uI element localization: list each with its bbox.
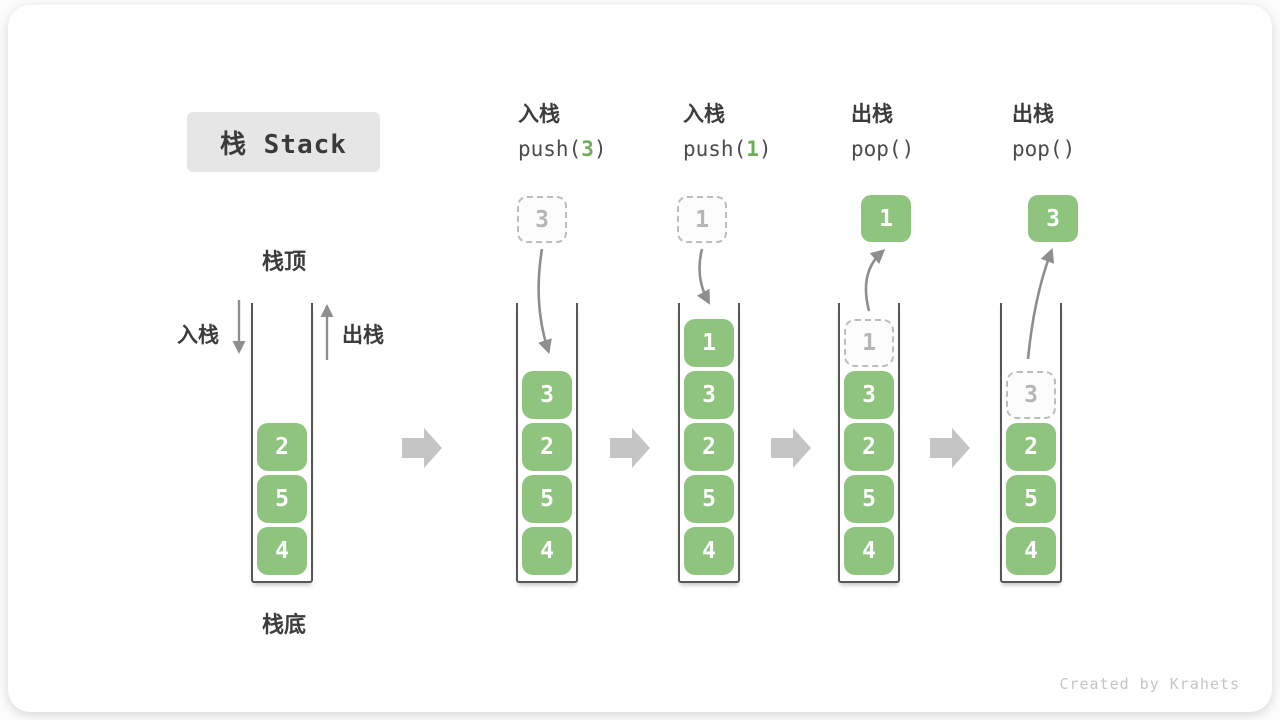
- stack-element: 4: [1006, 527, 1056, 575]
- ghost-element: 1: [844, 319, 894, 367]
- stack-element: 5: [257, 475, 307, 523]
- stack-element: 4: [844, 527, 894, 575]
- ghost-element: 3: [1006, 371, 1056, 419]
- stack-stage-2: 3 2 5 4: [516, 303, 578, 583]
- stack-element: 3: [522, 371, 572, 419]
- op-code-label: pop(): [851, 137, 914, 161]
- stack-element: 4: [684, 527, 734, 575]
- op-cn-label: 入栈: [683, 102, 725, 126]
- stack-element: 1: [684, 319, 734, 367]
- pop-direction-label: 出栈: [342, 323, 384, 347]
- stack-element: 4: [522, 527, 572, 575]
- op-header-pop1: 出栈 pop(): [851, 98, 914, 161]
- op-header-push3: 入栈 push(3): [518, 98, 607, 161]
- stack-element: 2: [257, 423, 307, 471]
- op-code-label: push(3): [518, 137, 607, 161]
- stack-bottom-label: 栈底: [262, 613, 307, 638]
- fn-arg: 3: [581, 137, 594, 161]
- stack-top-label: 栈顶: [262, 250, 307, 275]
- op-code-label: pop(): [1012, 137, 1075, 161]
- popped-value-box: 3: [1028, 195, 1078, 242]
- fn-open: pop(): [851, 137, 915, 161]
- fn-close: ): [758, 137, 772, 161]
- fn-close: ): [593, 137, 607, 161]
- stack-stage-5: 3 2 5 4: [1000, 303, 1062, 583]
- stack-element: 3: [684, 371, 734, 419]
- fn-open: push(: [683, 137, 747, 161]
- op-cn-label: 出栈: [1012, 102, 1054, 126]
- incoming-value-box: 3: [517, 196, 567, 243]
- stack-element: 2: [1006, 423, 1056, 471]
- op-cn-label: 入栈: [518, 102, 560, 126]
- stack-element: 2: [522, 423, 572, 471]
- fn-open: pop(): [1012, 137, 1076, 161]
- credit-text: Created by Krahets: [1059, 675, 1240, 693]
- stack-element: 2: [684, 423, 734, 471]
- stack-stage-3: 1 3 2 5 4: [678, 303, 740, 583]
- stack-element: 5: [1006, 475, 1056, 523]
- stack-element: 3: [844, 371, 894, 419]
- stack-stage-4: 1 3 2 5 4: [838, 303, 900, 583]
- stack-element: 5: [844, 475, 894, 523]
- push-direction-label: 入栈: [177, 323, 219, 347]
- stack-element: 5: [684, 475, 734, 523]
- diagram-title: 栈 Stack: [187, 112, 380, 172]
- popped-value-box: 1: [861, 195, 911, 242]
- stack-element: 5: [522, 475, 572, 523]
- stack-element: 2: [844, 423, 894, 471]
- incoming-value-box: 1: [677, 196, 727, 243]
- fn-arg: 1: [746, 137, 759, 161]
- op-header-push1: 入栈 push(1): [683, 98, 772, 161]
- fn-open: push(: [518, 137, 582, 161]
- op-code-label: push(1): [683, 137, 772, 161]
- stack-element: 4: [257, 527, 307, 575]
- stack-stage-1: 2 5 4: [251, 303, 313, 583]
- op-header-pop3: 出栈 pop(): [1012, 98, 1075, 161]
- op-cn-label: 出栈: [851, 102, 893, 126]
